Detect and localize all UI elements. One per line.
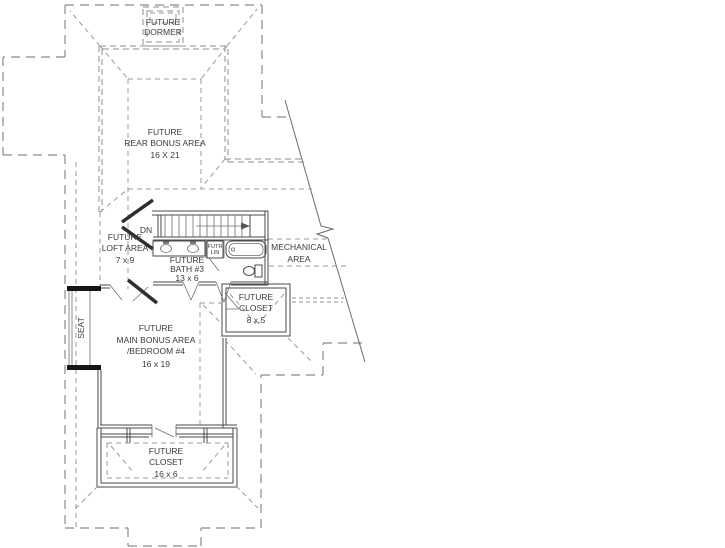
closet-bottom-label-1: FUTURE <box>149 446 184 456</box>
vanity-counter <box>152 240 206 257</box>
dormer-label-1: FUTURE <box>146 17 181 27</box>
linen-closet-box <box>206 240 224 259</box>
linen-label-1: FUTR <box>208 244 223 250</box>
bath-door-swing <box>182 281 200 301</box>
faucet-right <box>190 241 196 244</box>
bay-window <box>68 291 73 365</box>
closet-right-label-3: 8 x 5 <box>247 315 266 325</box>
stairs-dn-label: DN <box>140 225 152 235</box>
loft-label-1: FUTURE <box>108 232 143 242</box>
closet-door-swing <box>215 281 232 303</box>
bath-label-1: FUTURE <box>170 255 205 265</box>
closet-16x6 <box>75 428 259 509</box>
room-labels: FUTURE DORMER FUTURE REAR BONUS AREA 16 … <box>76 17 327 479</box>
loft-entry-walls <box>100 278 159 305</box>
future-dormer-outline <box>142 6 184 47</box>
sink-left <box>160 244 172 253</box>
stair-arrow-head <box>241 222 250 230</box>
mechanical-area-boundary <box>268 238 346 303</box>
stairwell <box>120 198 268 251</box>
angled-wall-upper <box>120 198 155 224</box>
tub-drain <box>230 247 235 252</box>
faucet-left <box>163 241 169 244</box>
mechanical-label-2: AREA <box>287 254 310 264</box>
closet-bottom-label-3: 16 x 6 <box>154 469 177 479</box>
linen-label-2: LIN <box>211 250 220 256</box>
closet-8x5 <box>221 283 313 375</box>
seat-label: SEAT <box>76 317 86 339</box>
main-bonus-room-walls <box>97 302 237 438</box>
bath-label-2: BATH #3 <box>170 264 204 274</box>
closet-8x5-door <box>224 292 240 310</box>
roof-hip-lines <box>69 8 312 289</box>
angled-wall-loft <box>126 278 159 305</box>
bathtub <box>225 240 267 259</box>
main-bonus-label-4: 16 x 19 <box>142 359 170 369</box>
toilet-bowl <box>243 266 255 276</box>
rear-bonus-label-1: FUTURE <box>148 127 183 137</box>
closet-right-label-1: FUTURE <box>239 292 274 302</box>
rear-bonus-label-2: REAR BONUS AREA <box>124 138 206 148</box>
main-bonus-label-3: /BEDROOM #4 <box>127 346 185 356</box>
window-seat-bay <box>67 286 101 370</box>
sink-right <box>187 244 199 253</box>
main-bonus-label-1: FUTURE <box>139 323 174 333</box>
outer-footprint-outline <box>2 4 362 547</box>
bath-label-3: 13 x 6 <box>175 273 198 283</box>
bathroom <box>152 211 269 303</box>
closet-right-label-2: CLOSET <box>239 303 273 313</box>
rear-bonus-label-3: 16 X 21 <box>150 150 180 160</box>
loft-door-swing <box>109 284 149 302</box>
angled-wall-lower <box>120 225 155 251</box>
dormer-label-2: DORMER <box>144 27 182 37</box>
rear-bonus-room-walls <box>98 45 304 212</box>
bottom-closet-door <box>151 425 177 438</box>
linen-door <box>208 257 220 272</box>
section-cut-line <box>284 99 366 363</box>
main-bonus-label-2: MAIN BONUS AREA <box>117 335 196 345</box>
mechanical-label-1: MECHANICAL <box>271 242 327 252</box>
loft-label-3: 7 x 9 <box>116 255 135 265</box>
closet-bottom-label-2: CLOSET <box>149 457 183 467</box>
loft-label-2: LOFT AREA <box>102 243 149 253</box>
